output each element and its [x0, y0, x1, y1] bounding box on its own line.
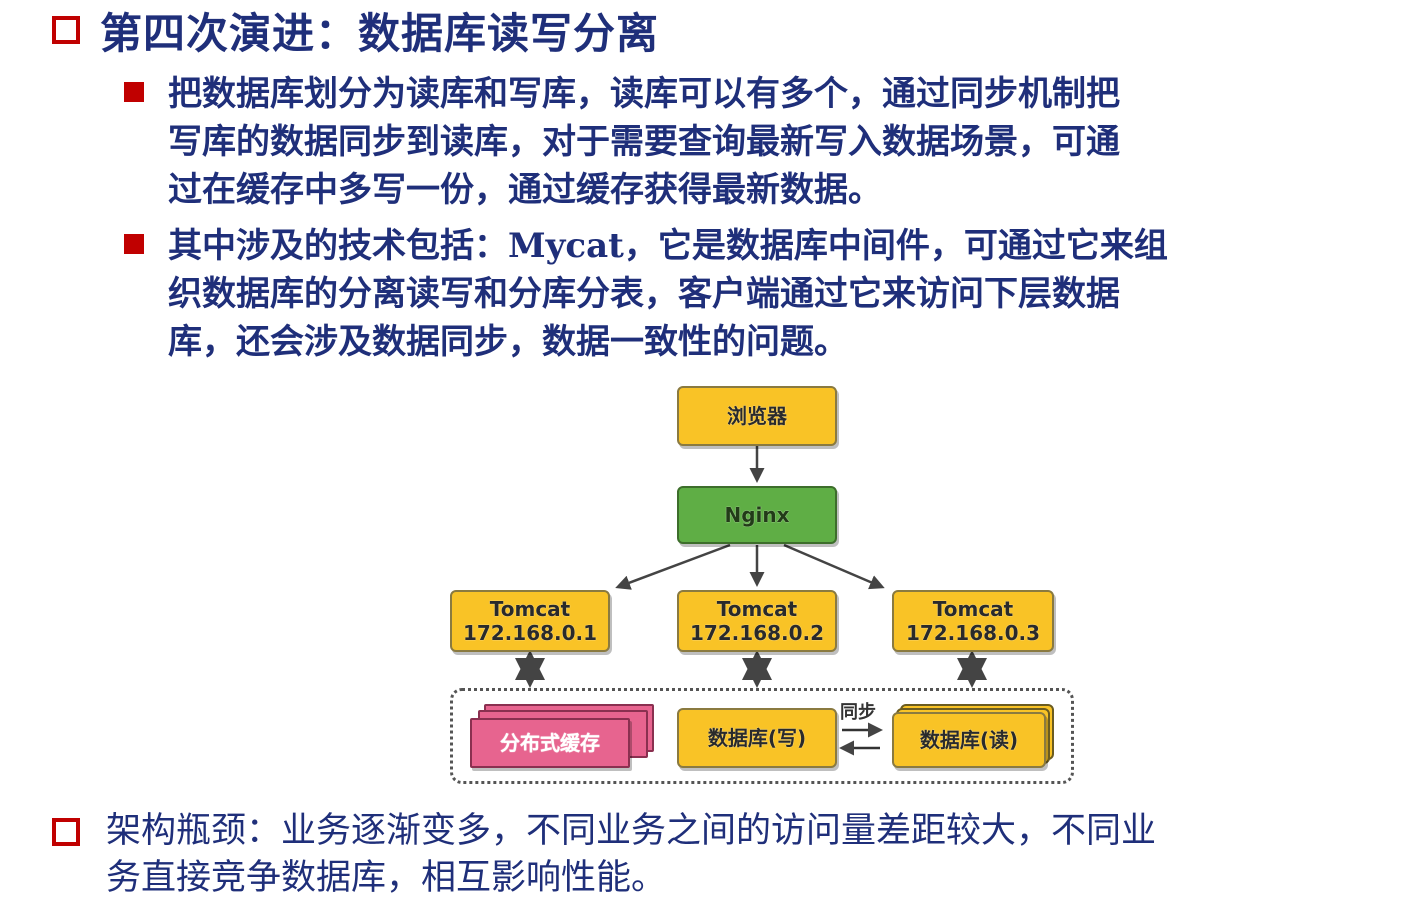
- db-write-label: 数据库(写): [707, 726, 807, 750]
- bullet-2-line-1-pre: 其中涉及的技术包括：: [168, 226, 508, 266]
- bullet-1-line-1: 把数据库划分为读库和写库，读库可以有多个，通过同步机制把: [168, 74, 1120, 114]
- db-read-label: 数据库(读): [919, 728, 1019, 752]
- bottleneck-note: 架构瓶颈：业务逐渐变多，不同业务之间的访问量差距较大，不同业 务直接竞争数据库，…: [52, 808, 1382, 902]
- bullet-2-line-1-post: ，它是数据库中间件，可通过它来组: [623, 226, 1168, 266]
- bullet-item-2: 其中涉及的技术包括：Mycat，它是数据库中间件，可通过它来组 织数据库的分离读…: [124, 222, 1364, 366]
- cache-label: 分布式缓存: [500, 731, 600, 755]
- tomcat-1-ip: 172.168.0.1: [462, 621, 598, 645]
- hollow-square-bullet-icon: [52, 16, 80, 44]
- filled-square-bullet-icon: [124, 234, 144, 254]
- heading-text: 第四次演进：数据库读写分离: [100, 8, 660, 58]
- slide-heading: 第四次演进：数据库读写分离: [52, 4, 659, 58]
- read-database-node: 数据库(读): [892, 712, 1046, 768]
- bullet-text-1: 把数据库划分为读库和写库，读库可以有多个，通过同步机制把 写库的数据同步到读库，…: [168, 70, 1364, 214]
- architecture-diagram: 浏览器 Nginx Tomcat 172.168.0.1 Tomcat 172.…: [440, 380, 1090, 790]
- tomcat-3-ip: 172.168.0.3: [905, 621, 1041, 645]
- tomcat-node-3: Tomcat 172.168.0.3: [892, 590, 1054, 652]
- diagram-connectors: [515, 446, 987, 756]
- nginx-label: Nginx: [724, 503, 790, 527]
- browser-label: 浏览器: [727, 404, 787, 428]
- tomcat-2-ip: 172.168.0.2: [689, 621, 825, 645]
- data-layer-group: [450, 688, 1074, 784]
- bullet-text-2: 其中涉及的技术包括：Mycat，它是数据库中间件，可通过它来组 织数据库的分离读…: [168, 222, 1364, 366]
- bullet-1-line-3: 过在缓存中多写一份，通过缓存获得最新数据。: [168, 170, 882, 210]
- bottleneck-line-1: 架构瓶颈：业务逐渐变多，不同业务之间的访问量差距较大，不同业: [106, 811, 1157, 851]
- write-database-node: 数据库(写): [677, 708, 837, 768]
- tomcat-1-name: Tomcat: [489, 597, 571, 621]
- bottleneck-line-2: 务直接竞争数据库，相互影响性能。: [106, 858, 667, 898]
- bullet-1-line-2: 写库的数据同步到读库，对于需要查询最新写入数据场景，可通: [168, 122, 1120, 162]
- tomcat-node-1: Tomcat 172.168.0.1: [450, 590, 610, 652]
- bullet-2-line-2: 织数据库的分离读写和分库分表，客户端通过它来访问下层数据: [168, 274, 1120, 314]
- arrow-nginx-to-tomcat-3: [783, 543, 885, 590]
- tomcat-3-name: Tomcat: [932, 597, 1014, 621]
- bottleneck-text: 架构瓶颈：业务逐渐变多，不同业务之间的访问量差距较大，不同业 务直接竞争数据库，…: [106, 808, 1382, 902]
- distributed-cache-node: 分布式缓存: [470, 718, 630, 768]
- hollow-square-bullet-icon: [52, 818, 80, 846]
- browser-node: 浏览器: [677, 386, 837, 446]
- tomcat-node-2: Tomcat 172.168.0.2: [677, 590, 837, 652]
- mycat-term: Mycat: [508, 226, 624, 266]
- bullet-2-line-1: 其中涉及的技术包括：Mycat，它是数据库中间件，可通过它来组: [168, 222, 1364, 270]
- nginx-node: Nginx: [677, 486, 837, 544]
- bullet-2-line-3: 库，还会涉及数据同步，数据一致性的问题。: [168, 322, 848, 362]
- sync-label: 同步: [840, 702, 876, 723]
- bullet-item-1: 把数据库划分为读库和写库，读库可以有多个，通过同步机制把 写库的数据同步到读库，…: [124, 70, 1364, 214]
- tomcat-2-name: Tomcat: [716, 597, 798, 621]
- arrow-nginx-to-tomcat-1: [615, 543, 731, 590]
- filled-square-bullet-icon: [124, 82, 144, 102]
